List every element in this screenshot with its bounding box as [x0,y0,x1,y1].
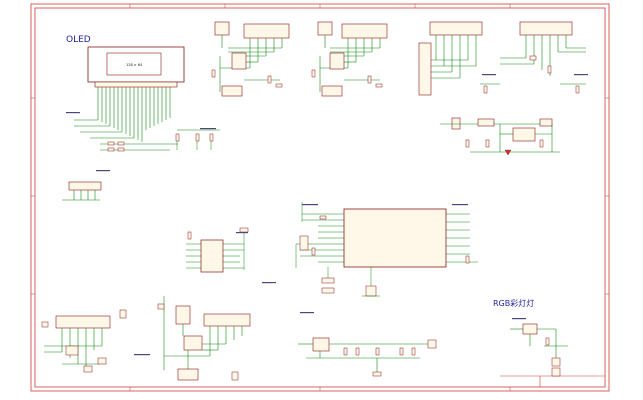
power-rail-block [298,337,437,377]
oled-display-resolution: 128 × 64 [126,63,143,67]
oled-passives [107,133,214,152]
mcu-reset-parts [321,267,380,297]
oled-module [74,46,220,152]
header-4pin [62,181,102,201]
driver-ic-block [186,227,249,273]
sensor-block-1 [211,21,290,97]
regulator-block [440,117,560,156]
rgb-section-title: RGB彩灯灯 [493,299,535,308]
oled-display-window [106,52,162,76]
top-right-connectors [418,21,586,96]
mcu-chip [343,208,447,268]
bottom-left-block-1 [41,309,127,373]
oled-section-title: OLED [66,35,91,45]
designator-marks [66,74,588,356]
sensor-block-2 [311,21,388,97]
bottom-left-block-2 [157,296,251,381]
sheet-frame [30,3,610,392]
rgb-led-block [510,323,568,377]
mcu-block [295,202,478,297]
title-block [500,375,605,387]
oled-connector [94,81,178,88]
oled-connector-pins [74,87,178,151]
